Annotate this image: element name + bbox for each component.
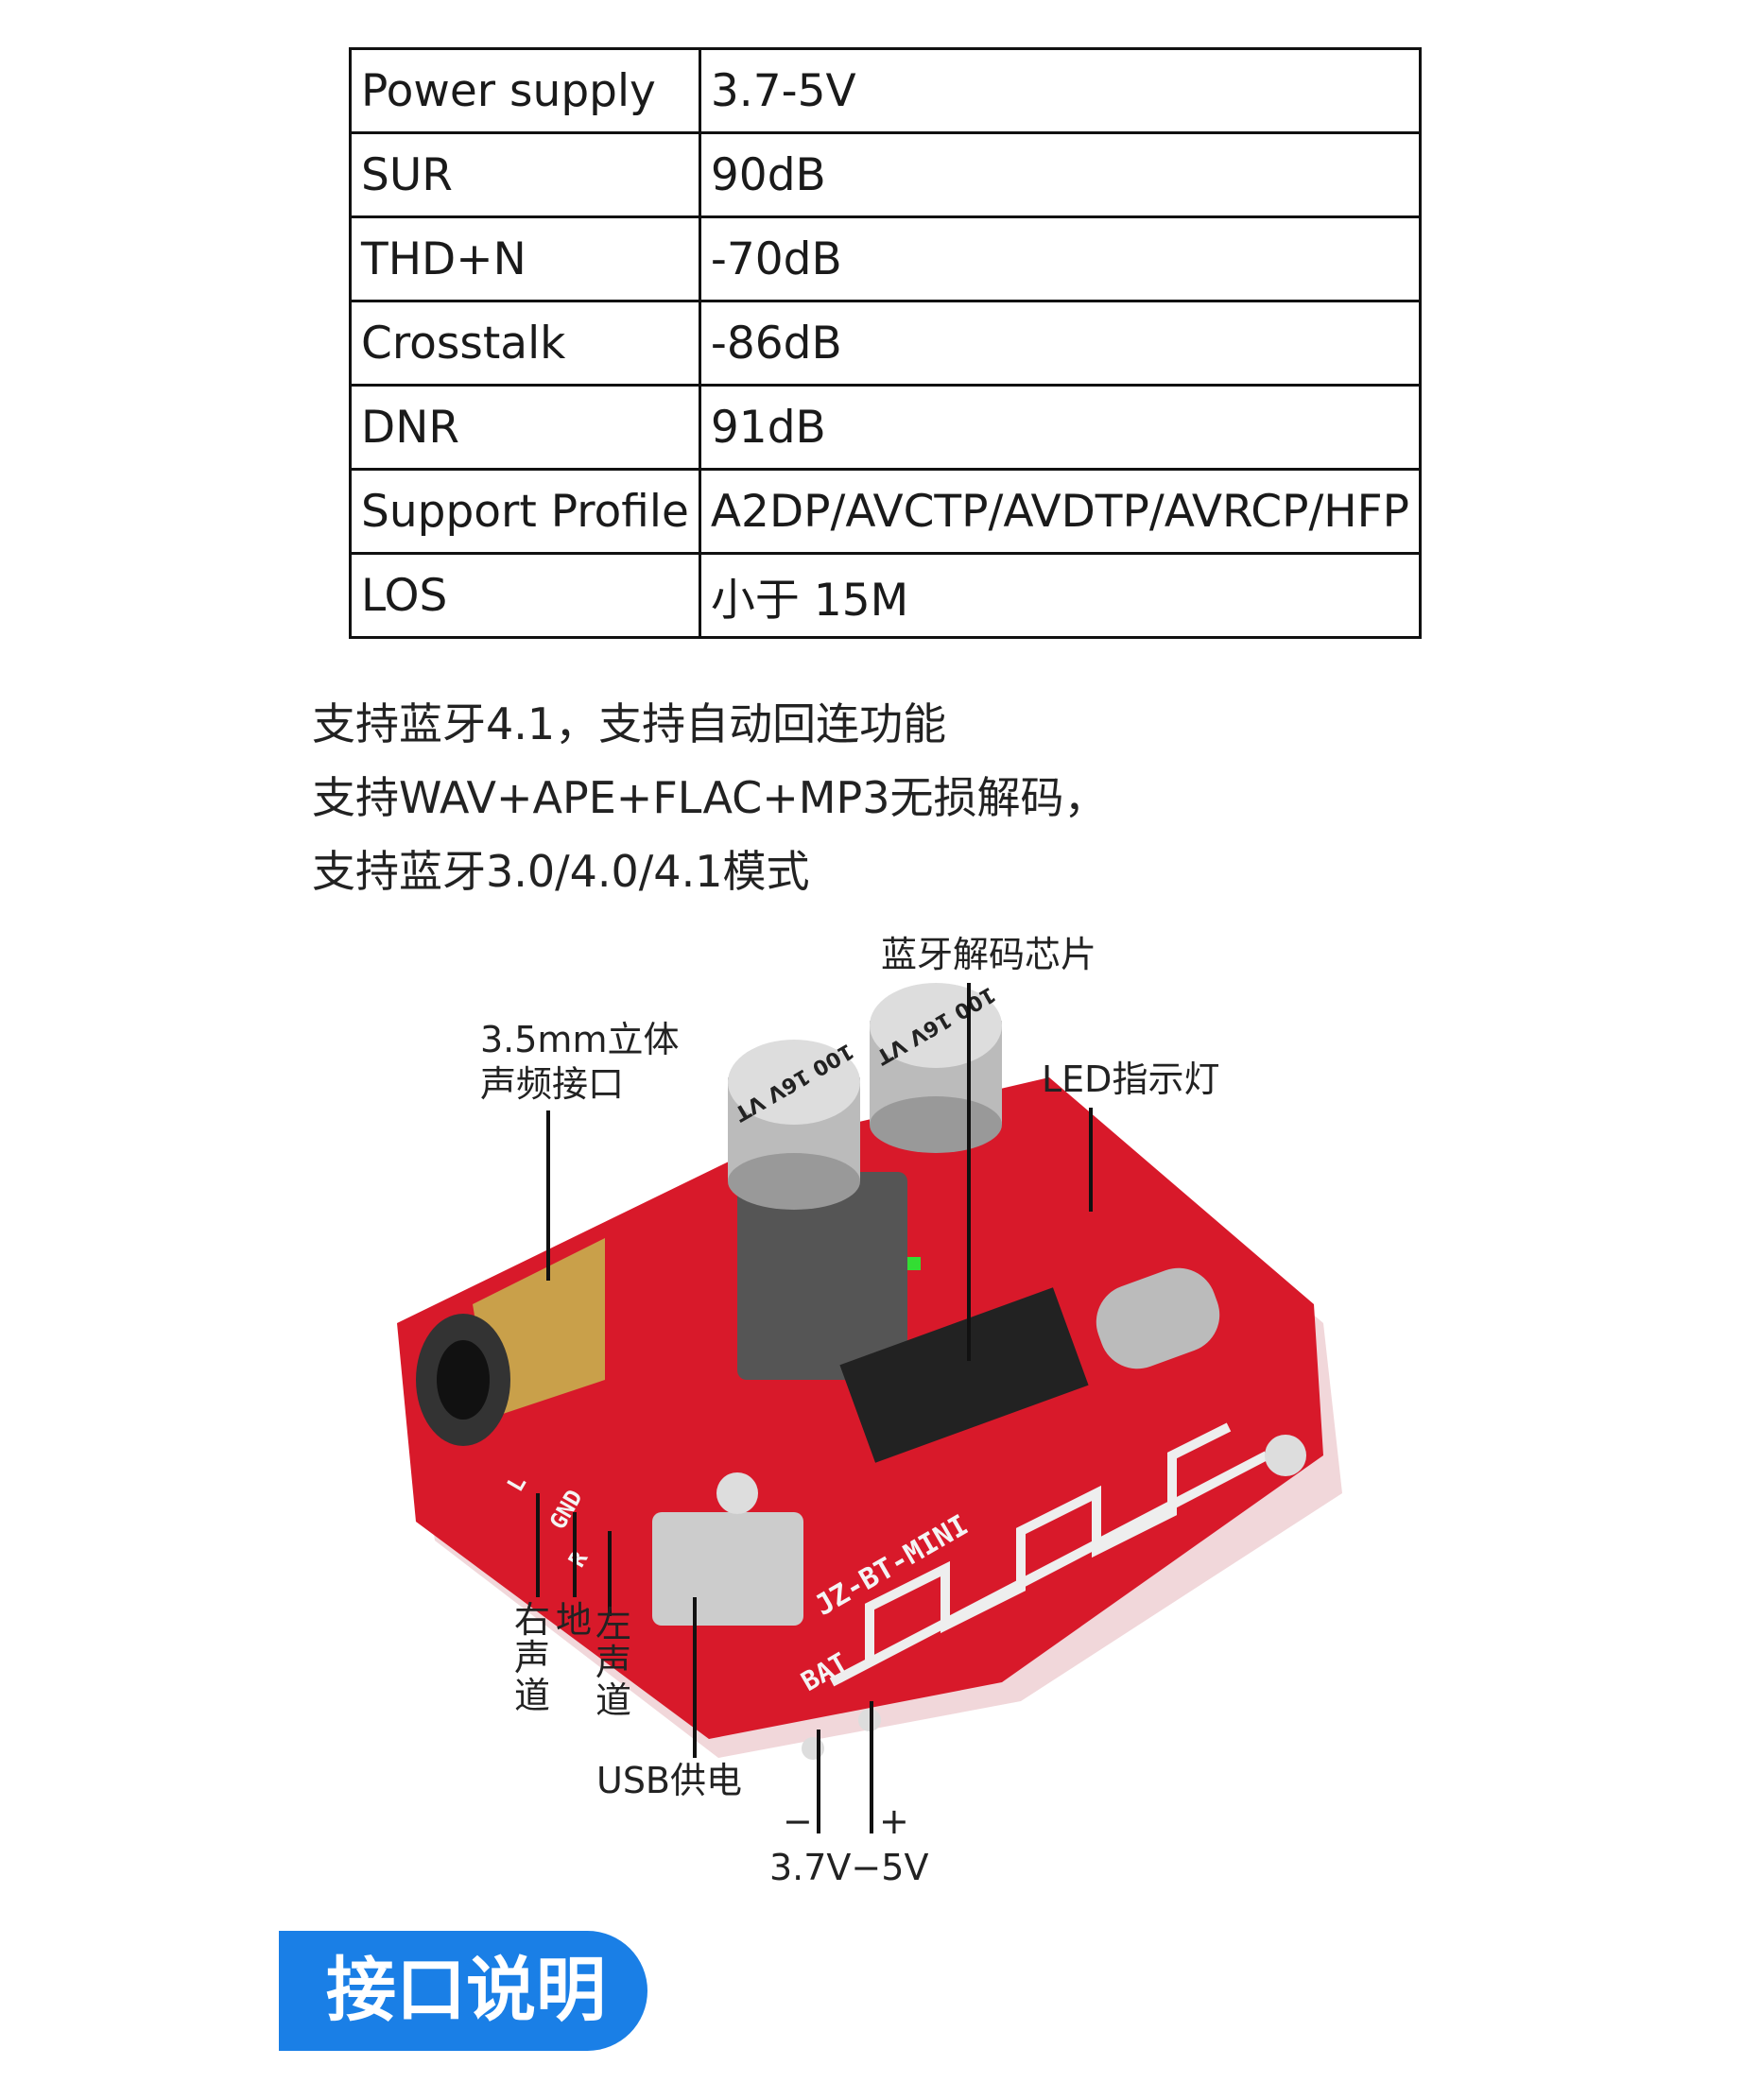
spec-value: -70dB — [698, 215, 1423, 302]
spec-label: Crosstalk — [349, 300, 701, 387]
feature-line: 支持蓝牙3.0/4.0/4.1模式 — [312, 846, 810, 897]
decoder-chip — [839, 1287, 1089, 1463]
section-badge: 接口说明 — [279, 1931, 647, 2051]
chip-label: 蓝牙解码芯片 — [881, 934, 1097, 975]
usb-label: USB供电 — [596, 1760, 743, 1801]
bluetooth-board-image: 100 16V VT 100 16V VT L GND R JZ-BT-MINI… — [397, 982, 1342, 1760]
feature-line: 支持蓝牙4.1，支持自动回连功能 — [312, 698, 947, 749]
spec-label: THD+N — [349, 215, 701, 302]
left-leader — [608, 1531, 612, 1616]
usb-leader — [693, 1597, 697, 1758]
spec-label: Power supply — [349, 47, 701, 134]
right-leader — [536, 1493, 540, 1597]
capacitor — [870, 983, 1002, 1153]
spec-value: A2DP/AVCTP/AVDTP/AVRCP/HFP — [698, 468, 1423, 555]
led-label: LED指示灯 — [1042, 1059, 1220, 1100]
spec-label: Support Profile — [349, 468, 701, 555]
table-row: THD+N-70dB — [349, 215, 1423, 302]
minus-leader — [817, 1730, 820, 1833]
ground-label: 地 — [556, 1599, 593, 1641]
spec-label: LOS — [349, 552, 701, 639]
spec-value: 小于 15M — [698, 552, 1423, 639]
spec-value: 90dB — [698, 131, 1423, 218]
jack-label: 声频接口 — [480, 1063, 625, 1105]
jack-leader — [546, 1110, 550, 1281]
ground-leader — [573, 1512, 577, 1597]
chip-leader — [967, 983, 971, 1361]
right-channel-label: 右声道 — [514, 1599, 551, 1716]
plus-label: + — [879, 1800, 909, 1842]
spec-label: SUR — [349, 131, 701, 218]
usb-port — [652, 1512, 803, 1626]
left-channel-label: 左声道 — [595, 1604, 632, 1721]
feature-line: 支持WAV+APE+FLAC+MP3无损解码， — [312, 772, 1108, 823]
voltage-label: 3.7V−5V — [769, 1847, 929, 1888]
led-leader — [1089, 1108, 1093, 1212]
plus-leader — [870, 1701, 873, 1833]
spec-value: -86dB — [698, 300, 1423, 387]
spec-label: DNR — [349, 384, 701, 471]
minus-label: − — [783, 1800, 813, 1842]
capacitor — [728, 1040, 860, 1210]
spec-value: 3.7-5V — [698, 47, 1423, 134]
audio-jack — [737, 1172, 907, 1380]
spec-value: 91dB — [698, 384, 1423, 471]
table-row: Crosstalk-86dB — [349, 300, 1423, 387]
jack-label: 3.5mm立体 — [480, 1019, 680, 1060]
